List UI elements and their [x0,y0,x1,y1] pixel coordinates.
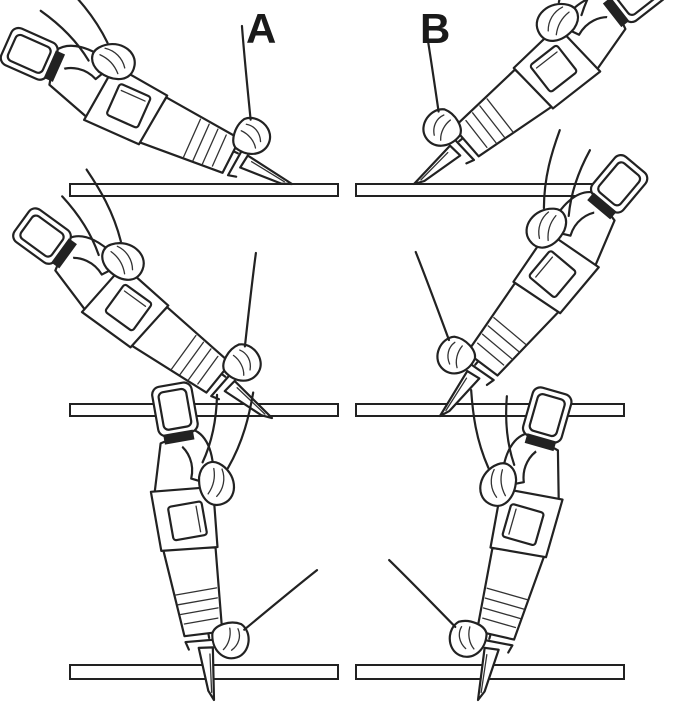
saw-b-middle [343,91,666,434]
board-a-middle [69,403,339,417]
board-a-top [69,183,339,197]
column-label-b: B [420,5,451,52]
board-b-middle [355,403,625,417]
column-label-a: A [246,5,277,52]
saw-a-top [0,0,344,209]
